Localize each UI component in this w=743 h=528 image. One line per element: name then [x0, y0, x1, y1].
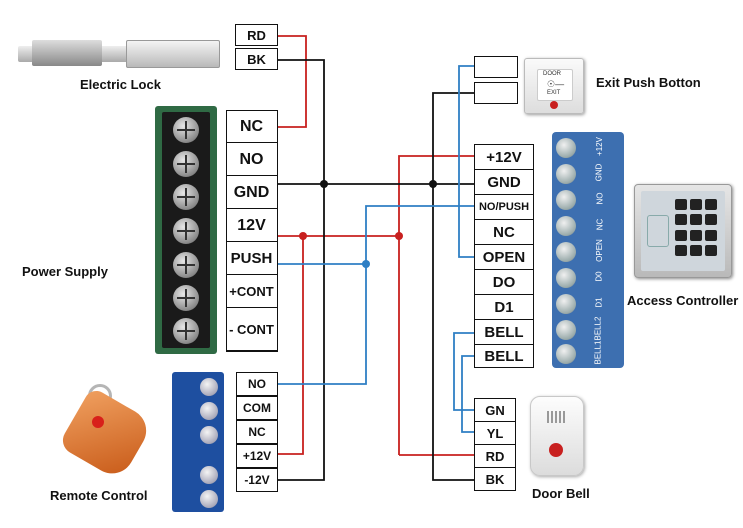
- ps-terminal-pos-cont: +CONT: [225, 274, 278, 309]
- exit-button-face-bottom: EXIT: [547, 90, 561, 96]
- bell-terminal-gn: GN: [474, 398, 516, 422]
- junction-12v-ac: [395, 232, 403, 240]
- junction-gnd: [320, 180, 328, 188]
- brand-logo-icon: [550, 101, 558, 109]
- power-supply-terminals: NC NO GND 12V PUSH +CONT - CONT: [225, 109, 278, 352]
- wire-lock-bk: [278, 59, 325, 481]
- bell-terminal-yl: YL: [474, 421, 516, 445]
- remote-button-icon: [92, 416, 104, 428]
- rc-terminal-no: NO: [236, 372, 278, 396]
- junction-push: [362, 260, 370, 268]
- wire-exit-bottom: [432, 92, 476, 481]
- power-supply-caption: Power Supply: [22, 264, 108, 279]
- bell-terminal-rd: RD: [474, 444, 516, 468]
- junction-12v: [299, 232, 307, 240]
- ac-terminal-open: OPEN: [474, 244, 534, 270]
- ac-strip-label-open: OPEN: [594, 239, 604, 262]
- exit-button-terminal-top: [474, 56, 518, 78]
- rc-terminal-com: COM: [236, 396, 278, 420]
- wire-exit-top: [458, 65, 476, 258]
- bell-logo-icon: [549, 443, 563, 457]
- ac-strip-label-no: NO: [595, 192, 605, 205]
- power-supply-terminal-block: [162, 112, 210, 348]
- ac-strip-label-d0: D0: [594, 271, 604, 282]
- access-controller-image: [634, 184, 732, 278]
- speaker-grille-icon: [547, 411, 567, 423]
- lock-bk-terminal: BK: [235, 48, 278, 70]
- door-bell-terminals: GN YL RD BK: [474, 398, 516, 492]
- wire-lock-rd: [278, 35, 307, 128]
- rc-terminal-pos12v: +12V: [236, 444, 278, 468]
- key-icon: ☉—: [547, 79, 565, 89]
- electric-lock-caption: Electric Lock: [80, 77, 161, 92]
- access-controller-terminals: +12V GND NO/PUSH NC OPEN DO D1 BELL BELL: [474, 144, 534, 368]
- exit-button-terminal-bottom: [474, 82, 518, 104]
- ps-terminal-nc: NC: [225, 109, 278, 144]
- access-controller-board: +12V GND NO NC OPEN D0 D1 BELL2 BELL1: [552, 132, 624, 368]
- ac-terminal-bell-2: BELL: [474, 344, 534, 368]
- wire-12v-remote: [278, 236, 304, 455]
- ac-terminal-gnd: GND: [474, 169, 534, 195]
- ac-strip-label-gnd: GND: [594, 163, 604, 182]
- remote-control-image: [57, 384, 156, 482]
- ac-strip-label-bell1: BELL1: [593, 340, 603, 365]
- ps-terminal-12v: 12V: [225, 208, 278, 243]
- rc-terminal-nc: NC: [236, 420, 278, 444]
- ac-terminal-no-push: NO/PUSH: [474, 194, 534, 220]
- ac-terminal-bell-1: BELL: [474, 319, 534, 345]
- remote-receiver-board: [172, 372, 224, 512]
- ac-terminal-do: DO: [474, 269, 534, 295]
- ac-terminal-d1: D1: [474, 294, 534, 320]
- exit-button-caption: Exit Push Botton: [596, 75, 701, 90]
- ac-terminal-12v: +12V: [474, 144, 534, 170]
- card-reader-icon: [647, 215, 669, 247]
- ps-terminal-gnd: GND: [225, 175, 278, 210]
- ac-strip-label-d1: D1: [594, 297, 604, 308]
- ps-terminal-push: PUSH: [225, 241, 278, 276]
- ac-terminal-nc: NC: [474, 219, 534, 245]
- rc-terminal-neg12v: -12V: [236, 468, 278, 492]
- bell-terminal-bk: BK: [474, 467, 516, 491]
- exit-button-image: DOOR ☉— EXIT: [524, 58, 584, 114]
- wire-remote-no: [278, 205, 476, 385]
- electric-lock-image: [18, 36, 220, 76]
- junction-gnd-ac: [429, 180, 437, 188]
- ps-terminal-neg-cont: - CONT: [225, 307, 278, 351]
- remote-terminals: NO COM NC +12V -12V: [236, 372, 278, 492]
- ac-strip-label-bell2: BELL2: [593, 316, 603, 341]
- exit-button-face-top: DOOR: [543, 71, 561, 77]
- access-controller-caption: Access Controller: [627, 293, 739, 308]
- ps-terminal-no: NO: [225, 142, 278, 177]
- wire-12v-ac: [398, 155, 476, 455]
- ac-strip-label-12v: +12V: [594, 137, 604, 156]
- keypad: [675, 199, 719, 257]
- door-bell-caption: Door Bell: [532, 486, 590, 501]
- door-bell-image: [530, 396, 584, 476]
- lock-rd-terminal: RD: [235, 24, 278, 46]
- ac-strip-label-nc: NC: [595, 218, 605, 231]
- remote-control-caption: Remote Control: [50, 488, 148, 503]
